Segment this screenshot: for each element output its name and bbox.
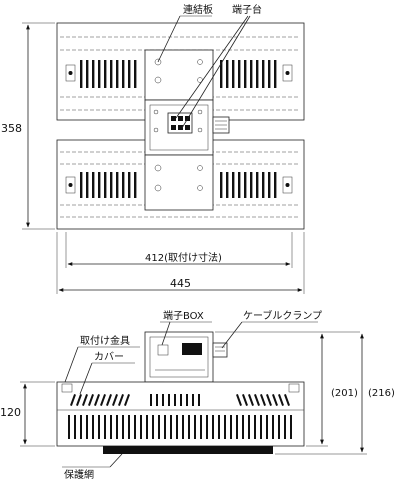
dim-216: (216) bbox=[368, 388, 395, 399]
dim-201: (201) bbox=[331, 388, 358, 399]
upper-left-vents bbox=[80, 60, 137, 88]
terminal-block-icon bbox=[167, 112, 193, 134]
dim-total-width-445: 445 bbox=[170, 277, 191, 290]
terminal-box-side bbox=[144, 331, 214, 383]
callout-connecting-plate: 連結板 bbox=[183, 3, 213, 16]
cover-upper-vents bbox=[70, 394, 290, 406]
upper-connecting-plate bbox=[144, 49, 214, 101]
lower-right-vents bbox=[220, 172, 277, 198]
callout-terminal-block: 端子台 bbox=[232, 3, 262, 16]
upper-right-vents bbox=[220, 60, 277, 88]
dim-height-120: 120 bbox=[0, 406, 21, 419]
protective-guard bbox=[103, 446, 273, 454]
side-view: 端子BOX ケーブルクランプ 取付け金具 カバー 保護網 120 (201) (… bbox=[0, 309, 395, 481]
callout-cable-clamp: ケーブルクランプ bbox=[243, 309, 322, 322]
dim-height-358: 358 bbox=[1, 122, 22, 135]
cable-clamp-side bbox=[212, 342, 228, 358]
top-view: 連結板 端子台 358 412(取付け寸法) 445 bbox=[1, 3, 305, 294]
callout-cover: カバー bbox=[94, 351, 124, 363]
lower-left-vents bbox=[80, 172, 137, 198]
callout-mounting-bracket: 取付け金具 bbox=[80, 334, 130, 347]
callout-terminal-box: 端子BOX bbox=[163, 309, 204, 322]
lower-connecting-plate bbox=[144, 154, 214, 211]
cover-lower-vents bbox=[68, 415, 292, 439]
dim-mount-width-412: 412(取付け寸法) bbox=[145, 251, 222, 264]
callout-protective-guard: 保護網 bbox=[64, 468, 94, 481]
